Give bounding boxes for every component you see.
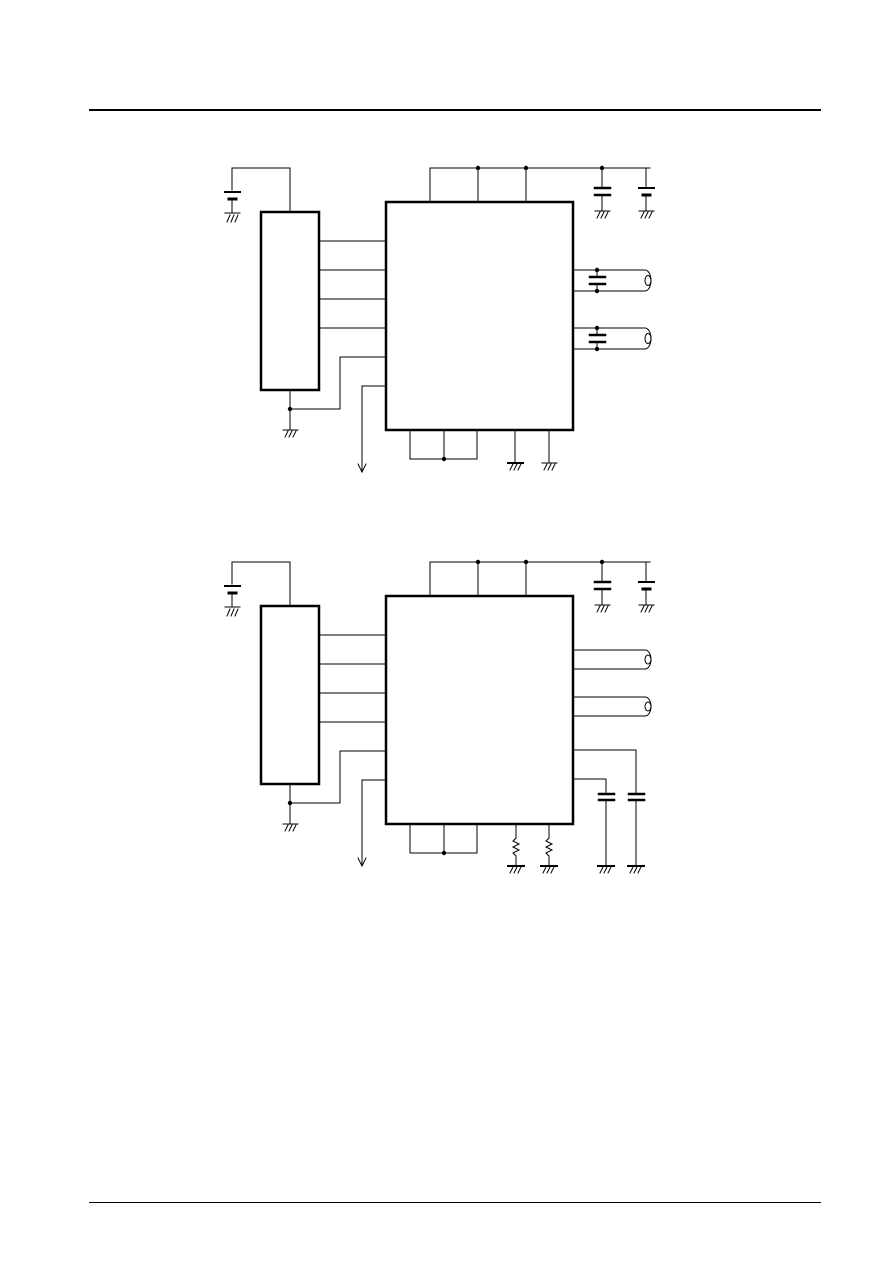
motor-coil-2 xyxy=(572,327,652,350)
header-rule xyxy=(89,109,821,111)
bridge-capacitor-2 xyxy=(588,325,607,352)
controller-ground xyxy=(282,783,299,832)
footer-rule xyxy=(89,1202,821,1203)
controller-block xyxy=(259,604,321,786)
signal-lines xyxy=(289,240,387,474)
bottom-loop xyxy=(409,823,478,856)
sense-resistor-1 xyxy=(507,823,525,874)
battery-symbol xyxy=(224,167,291,223)
supply-battery xyxy=(638,167,655,219)
filter-capacitor-1 xyxy=(572,749,646,874)
bottom-loop xyxy=(409,429,478,462)
bridge-capacitor-1 xyxy=(588,267,607,294)
ground-pin-1 xyxy=(507,429,524,471)
supply-battery xyxy=(638,561,655,613)
motor-coil-2 xyxy=(572,696,652,717)
supply-capacitor xyxy=(593,561,612,613)
driver-ic-block xyxy=(384,594,575,826)
ground-pin-2 xyxy=(541,429,558,471)
driver-ic-block xyxy=(384,200,575,432)
supply-rail xyxy=(429,559,651,597)
controller-ground xyxy=(282,389,299,438)
battery-symbol xyxy=(224,561,291,617)
signal-lines xyxy=(289,634,387,868)
filter-capacitor-2 xyxy=(572,778,616,874)
motor-coil-1 xyxy=(572,269,652,292)
sense-resistor-2 xyxy=(540,823,558,874)
motor-coil-1 xyxy=(572,649,652,670)
supply-capacitor xyxy=(593,167,612,219)
